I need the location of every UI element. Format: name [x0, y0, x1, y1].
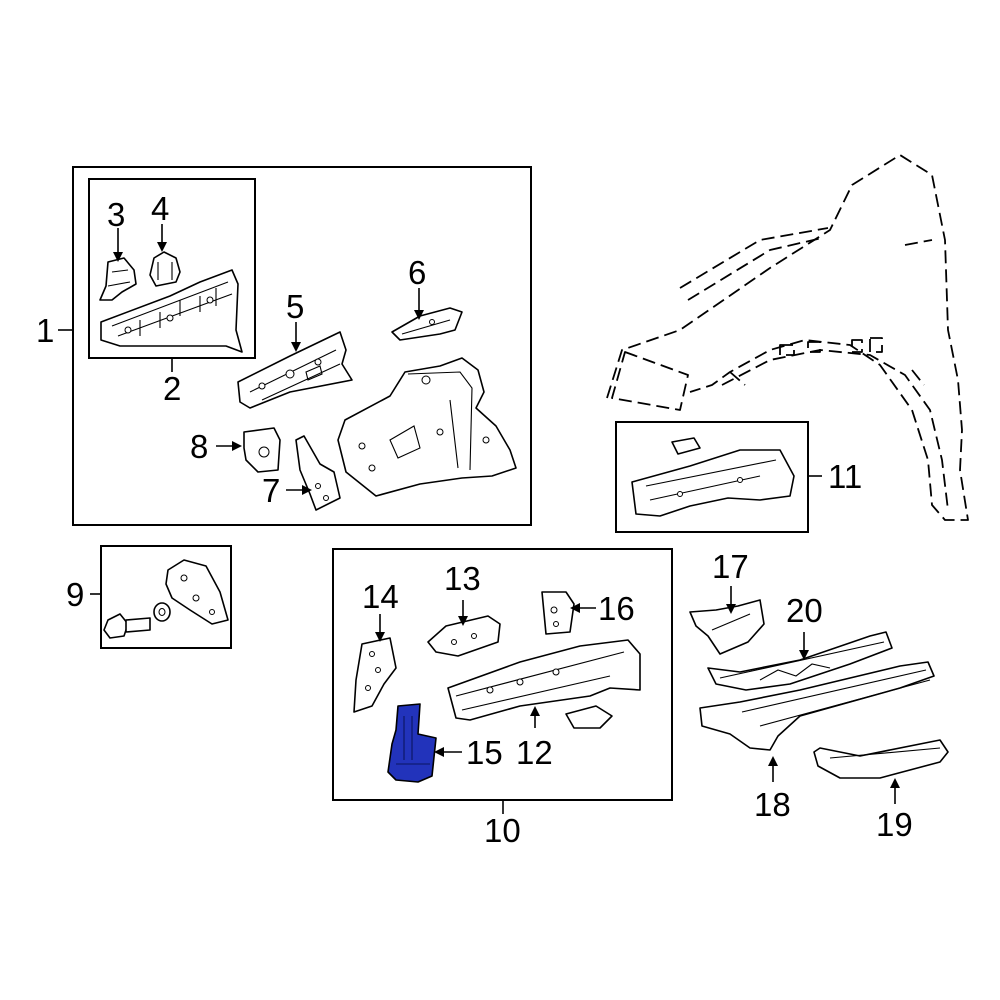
callout-3: 3 — [107, 196, 125, 233]
callout-16: 16 — [598, 590, 635, 627]
callout-1: 1 — [36, 312, 54, 349]
callout-14: 14 — [362, 578, 399, 615]
group-box-11 — [615, 421, 809, 533]
part-14-bracket — [353, 637, 397, 713]
callout-5: 5 — [286, 288, 304, 325]
part-13-bracket — [427, 615, 501, 657]
callout-6: 6 — [408, 254, 426, 291]
callout-10: 10 — [484, 812, 521, 849]
part-2-apron — [100, 269, 243, 353]
callout-2: 2 — [163, 370, 181, 407]
callout-9: 9 — [66, 576, 84, 613]
part-wheelhouse-panel — [337, 357, 517, 497]
fender-outline — [606, 154, 969, 521]
part-5-reinforcement — [237, 331, 353, 409]
part-4-bracket — [149, 251, 181, 287]
callout-18: 18 — [754, 786, 791, 823]
group-box-1 — [72, 166, 532, 526]
part-11-rail — [631, 437, 795, 517]
callout-7: 7 — [262, 472, 280, 509]
callout-13: 13 — [444, 560, 481, 597]
callout-12: 12 — [516, 734, 553, 771]
callout-8: 8 — [190, 428, 208, 465]
part-15-bracket-highlighted — [387, 703, 437, 783]
leader-lines — [58, 224, 900, 814]
part-12-side-rail — [447, 639, 641, 729]
group-box-9 — [100, 545, 232, 649]
part-16-bracket — [541, 591, 575, 635]
callout-11: 11 — [828, 458, 862, 495]
callout-20: 20 — [786, 592, 823, 629]
part-7-bracket — [295, 435, 341, 511]
part-8-bracket — [243, 427, 281, 473]
part-18-rocker-panel — [699, 661, 935, 751]
callout-15: 15 — [466, 734, 503, 771]
part-20-sill-reinforcement — [707, 631, 893, 691]
part-19-rocker-cover — [813, 739, 949, 779]
callout-19: 19 — [876, 806, 913, 843]
callout-17: 17 — [712, 548, 749, 585]
part-9-assembly — [103, 559, 229, 639]
part-17-bracket — [689, 599, 765, 655]
callout-4: 4 — [151, 190, 169, 227]
part-3-bracket — [99, 257, 137, 301]
part-6-bracket — [391, 307, 463, 341]
